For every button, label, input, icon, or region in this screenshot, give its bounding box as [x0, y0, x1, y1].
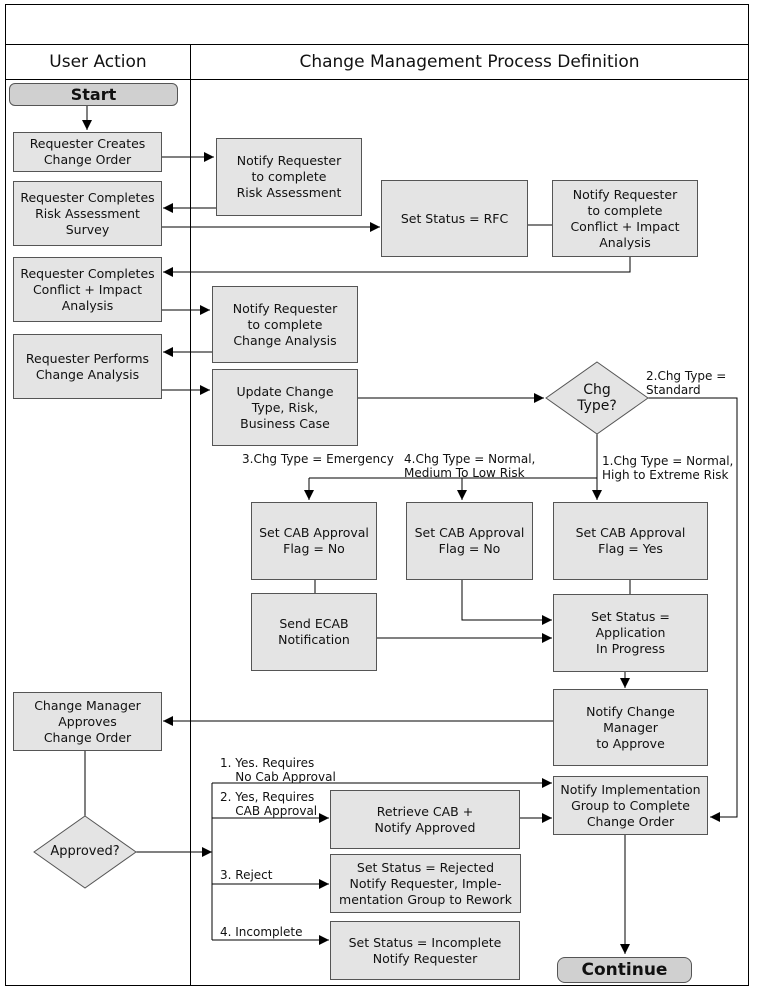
requester-performs-change-analysis: Requester Performs Change Analysis	[13, 334, 162, 399]
notify-implementation-group: Notify Implementation Group to Complete …	[553, 776, 708, 835]
header-user-action: User Action	[49, 52, 147, 72]
set-status-incomplete: Set Status = Incomplete Notify Requester	[330, 921, 520, 980]
set-status-in-progress: Set Status = Application In Progress	[553, 594, 708, 672]
outer-frame	[5, 4, 749, 986]
connectors	[82, 106, 738, 954]
update-change-type: Update Change Type, Risk, Business Case	[212, 369, 358, 446]
edge-notify-conflict-to-complete-conflict	[163, 256, 631, 277]
set-status-rejected: Set Status = Rejected Notify Requester, …	[330, 854, 521, 913]
send-ecab-notification: Send ECAB Notification	[251, 593, 377, 671]
notify-conflict-impact: Notify Requester to complete Conflict + …	[552, 180, 698, 257]
notify-change-analysis: Notify Requester to complete Change Anal…	[212, 286, 358, 363]
edge-standard-to-notify-impl	[648, 397, 738, 822]
retrieve-cab-notify-approved: Retrieve CAB + Notify Approved	[330, 790, 520, 849]
requester-creates-change-order: Requester Creates Change Order	[13, 132, 162, 172]
chg-type-decision-label: Chg Type?	[577, 382, 617, 414]
approved-diamond	[33, 815, 137, 889]
edge-cab-no-normal-to-in-progress	[461, 580, 552, 625]
header-process-definition: Change Management Process Definition	[299, 52, 640, 72]
edge-label-emergency: 3.Chg Type = Emergency	[242, 452, 394, 466]
chg-type-diamond	[545, 361, 649, 435]
edge-label-standard: 2.Chg Type = Standard	[646, 369, 727, 397]
approved-decision-label: Approved?	[50, 844, 120, 859]
notify-change-manager: Notify Change Manager to Approve	[553, 689, 708, 766]
cab-flag-no-normal: Set CAB Approval Flag = No	[406, 502, 533, 580]
cab-flag-no-emergency: Set CAB Approval Flag = No	[251, 502, 377, 580]
edge-label-yes-cab: 2. Yes, Requires CAB Approval	[220, 790, 318, 818]
requester-completes-risk-assessment: Requester Completes Risk Assessment Surv…	[13, 181, 162, 246]
start-terminal: Start	[9, 83, 178, 106]
continue-terminal: Continue	[557, 957, 692, 983]
notify-risk-assessment: Notify Requester to complete Risk Assess…	[216, 138, 362, 216]
set-status-rfc: Set Status = RFC	[381, 180, 528, 257]
edge-label-reject: 3. Reject	[220, 868, 273, 882]
edge-label-normal-medium-low: 4.Chg Type = Normal, Medium To Low Risk	[404, 452, 536, 480]
requester-completes-conflict-impact: Requester Completes Conflict + Impact An…	[13, 257, 162, 322]
edge-label-yes-no-cab: 1. Yes. Requires No Cab Approval	[220, 756, 336, 784]
edge-label-normal-high-extreme: 1.Chg Type = Normal, High to Extreme Ris…	[602, 454, 734, 482]
change-manager-approves: Change Manager Approves Change Order	[13, 692, 162, 751]
cab-flag-yes: Set CAB Approval Flag = Yes	[553, 502, 708, 580]
edge-label-incomplete: 4. Incomplete	[220, 925, 303, 939]
